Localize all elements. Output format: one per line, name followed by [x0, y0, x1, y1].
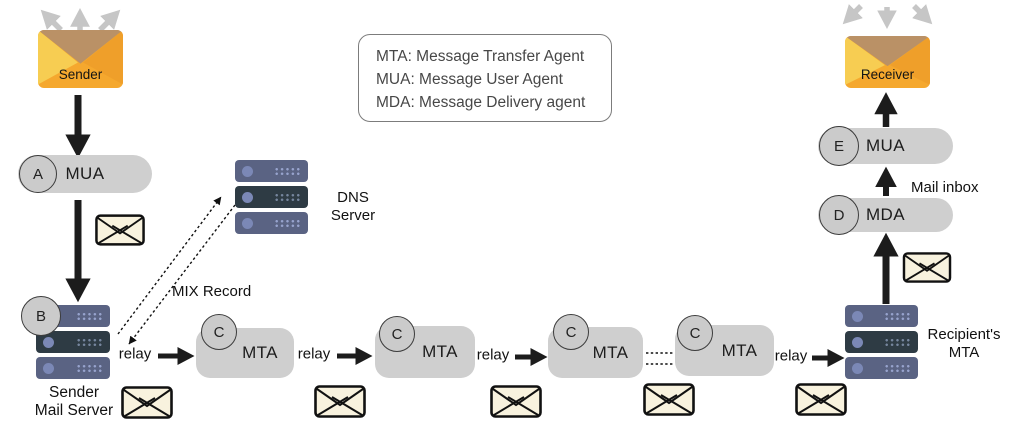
recipient-mta-label: Recipient's MTA [918, 326, 1010, 362]
mta-chain-continuation-dots [646, 352, 674, 365]
receiver-label: Receiver [860, 67, 915, 82]
badge-e-letter: E [833, 137, 844, 155]
legend-box: MTA: Message Transfer Agent MUA: Message… [358, 34, 612, 122]
server-unit [235, 212, 308, 234]
badge-c-3-letter: C [565, 323, 577, 341]
dns-server-icon [235, 160, 308, 234]
dns-label-line1: DNS [337, 189, 369, 206]
server-dots [76, 337, 103, 347]
mail-inbox-label: Mail inbox [911, 179, 979, 196]
mail-message-icon [121, 386, 173, 419]
receiver-envelope-icon: Receiver [845, 36, 930, 88]
sender-envelope-icon: Sender [38, 30, 123, 88]
mail-message-icon [795, 383, 847, 416]
mta-1-label: MTA [242, 343, 278, 362]
badge-a-letter: A [32, 165, 43, 183]
server-dots [274, 192, 301, 202]
server-dots [274, 166, 301, 176]
mail-message-icon [314, 385, 366, 418]
badge-c-2-letter: C [391, 325, 403, 343]
receiver-mua-label: MUA [866, 136, 905, 155]
server-led [852, 362, 863, 374]
badge-d-letter: D [833, 206, 845, 224]
server-dots [884, 337, 911, 347]
server-unit [845, 357, 918, 379]
server-led [242, 191, 253, 203]
legend-line-mta: MTA: Message Transfer Agent [376, 48, 585, 65]
server-dots [76, 363, 103, 373]
server-dots [76, 311, 103, 321]
server-unit [36, 357, 110, 379]
mta-3-label: MTA [592, 342, 629, 362]
mail-message-icon [95, 214, 145, 246]
mta-2-label: MTA [422, 342, 458, 361]
badge-c-1-letter: C [213, 323, 225, 341]
badge-b: B [21, 296, 61, 336]
server-unit [235, 186, 308, 208]
mix-record-label: MIX Record [172, 283, 252, 300]
server-led [242, 165, 253, 177]
badge-d: D [819, 195, 859, 235]
server-led [852, 336, 863, 348]
badge-b-letter: B [35, 307, 46, 325]
badge-c-3: C [553, 314, 589, 350]
server-unit [845, 305, 918, 327]
mail-message-icon [901, 252, 953, 283]
badge-c-2: C [379, 316, 415, 352]
relay-label-4: relay [774, 347, 808, 365]
server-led [43, 362, 54, 374]
legend-line-mda: MDA: Message Delivery agent [376, 94, 586, 111]
server-unit [845, 331, 918, 353]
sender-label: Sender [58, 67, 103, 82]
server-led [852, 310, 863, 322]
server-unit [235, 160, 308, 182]
badge-c-4-letter: C [689, 324, 701, 342]
mda-label: MDA [866, 205, 905, 224]
server-led [43, 336, 54, 348]
mail-message-icon [490, 385, 542, 418]
badge-c-1: C [201, 314, 237, 350]
sender-mua-label: MUA [65, 164, 105, 183]
receiver-rays-icon [842, 4, 933, 29]
recipient-mta-server-icon [845, 305, 918, 379]
relay-label-3: relay [476, 346, 510, 364]
server-dots [884, 311, 911, 321]
server-led [242, 217, 253, 229]
recipient-mta-label-line1: Recipient's [927, 326, 1001, 343]
sender-mail-server-label-line2: Mail Server [34, 402, 114, 419]
sender-mail-server-label: Sender Mail Server [8, 384, 140, 420]
mail-message-icon [643, 383, 695, 416]
legend-line-mua: MUA: Message User Agent [376, 71, 563, 88]
dns-server-label: DNS Server [316, 189, 390, 225]
dns-label-line2: Server [330, 207, 376, 224]
badge-a: A [19, 155, 57, 193]
relay-label-1: relay [118, 345, 152, 363]
server-unit [36, 331, 110, 353]
badge-c-4: C [677, 315, 713, 351]
badge-e: E [819, 126, 859, 166]
sender-mail-server-label-line1: Sender [49, 384, 99, 401]
relay-label-2: relay [297, 345, 331, 363]
mta-4-label: MTA [721, 340, 758, 360]
recipient-mta-label-line2: MTA [948, 344, 980, 361]
server-dots [884, 363, 911, 373]
server-dots [274, 218, 301, 228]
